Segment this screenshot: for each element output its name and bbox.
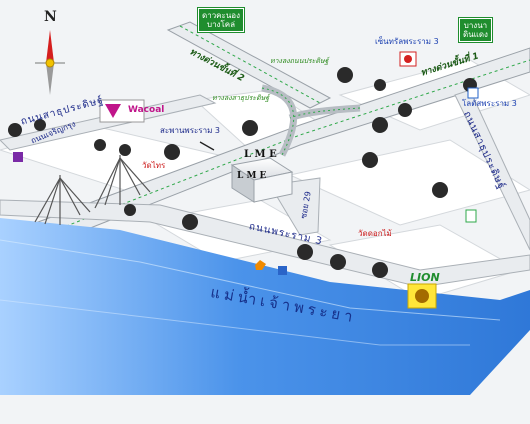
wacoal-label: Wacoal: [128, 105, 165, 115]
ramp-lower-label: ทางลงสาธุประดิษฐ์: [212, 94, 270, 102]
road-rama3: [0, 199, 530, 288]
lotus-rama3-label: โลตัสพระราม 3: [462, 99, 517, 108]
road-right-side: [454, 89, 530, 251]
wat-phai-label: วัดไทร: [142, 161, 166, 170]
bridge-label: สะพานพระราม 3: [160, 126, 220, 135]
sign-top-right: บางนา ดินแดง: [459, 18, 492, 43]
wat-dok-mai-label: วัดดอกไม้: [358, 229, 392, 238]
ramp-upper-label: ทางลงถนนประดิษฐ์: [270, 57, 329, 65]
lme-building: [230, 157, 294, 203]
north-label: N: [44, 9, 57, 25]
river-chao-phraya: [0, 218, 530, 395]
lion-marker: [407, 283, 437, 309]
expressway-upper: [166, 21, 332, 109]
lme-box-label: L M E: [237, 171, 267, 181]
compass-needle: [35, 30, 65, 95]
central-rama3-label: เซ็นทรัลพระราม 3: [375, 37, 439, 46]
place-icons: [13, 51, 479, 275]
sign-top-center: ดาวคะนอง บางโคล่: [198, 8, 245, 33]
trees: [8, 67, 477, 278]
bridge-rama3-pylons: [34, 155, 151, 225]
lme-top-label: L M E: [244, 149, 277, 160]
lion-label: LION: [410, 271, 440, 284]
